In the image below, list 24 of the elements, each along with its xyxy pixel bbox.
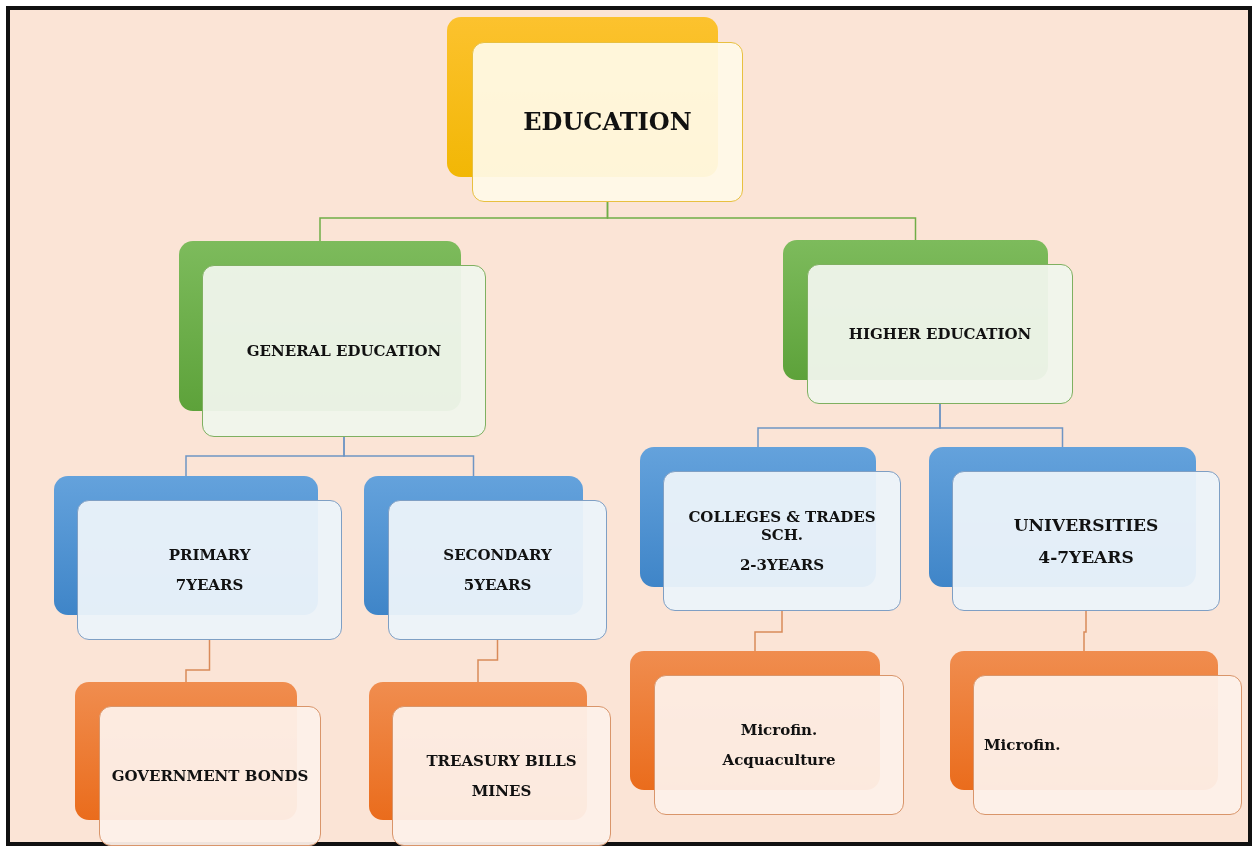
connector-line	[1083, 610, 1087, 652]
node-label: 7YEARS	[175, 576, 244, 594]
connector-line	[606, 201, 917, 241]
node-label: GENERAL EDUCATION	[246, 342, 442, 360]
connector-line	[939, 403, 1064, 448]
node-label: TREASURY BILLS	[426, 752, 577, 770]
node-label: 5YEARS	[463, 576, 532, 594]
connector-line	[343, 436, 475, 477]
node-label: 4-7YEARS	[1038, 547, 1134, 568]
node-label: MINES	[471, 782, 532, 800]
node-label: Acquaculture	[722, 751, 836, 769]
node-label: Microfin.	[740, 721, 818, 739]
connector-line	[754, 610, 783, 652]
node-label: UNIVERSITIES	[1013, 514, 1159, 535]
node-label: Microfin.	[984, 736, 1061, 754]
connector-line	[477, 639, 499, 683]
node-label: EDUCATION	[523, 107, 692, 137]
node-label: 2-3YEARS	[739, 556, 825, 574]
node-label: HIGHER EDUCATION	[848, 325, 1032, 343]
connector-line	[185, 639, 211, 683]
node-label: SECONDARY	[443, 546, 552, 564]
node-label: PRIMARY	[168, 546, 251, 564]
node-label: COLLEGES & TRADES SCH.	[687, 508, 877, 544]
node-label: GOVERNMENT BONDS	[111, 767, 309, 785]
